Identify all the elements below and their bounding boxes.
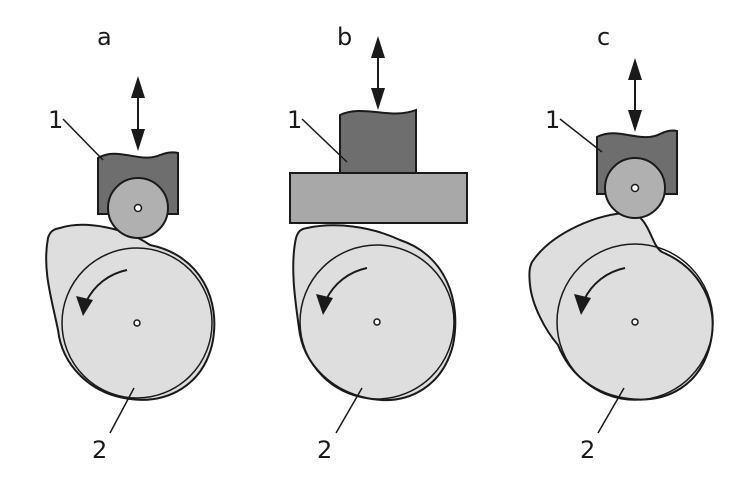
- cam-disc: [45, 223, 216, 401]
- cam-center: [631, 318, 639, 326]
- cam-base-circle: [299, 244, 455, 400]
- panel-title-b: b: [337, 23, 352, 51]
- follower-stem: [339, 108, 417, 174]
- follower-label-b: 1: [287, 106, 302, 134]
- follower-label-a: 1: [48, 106, 63, 134]
- panel-b: b 1 2: [287, 23, 468, 464]
- cam-disc: [292, 224, 457, 401]
- double-arrow-icon: [628, 58, 642, 132]
- panel-a: a 1 2: [45, 23, 216, 464]
- rotation-arrow-icon: [574, 294, 591, 315]
- panel-c: c 1 2: [528, 23, 714, 464]
- follower-label-c: 1: [545, 106, 560, 134]
- cam-label-a: 2: [92, 436, 107, 464]
- cam-disc: [528, 211, 714, 401]
- cam-label-c: 2: [580, 436, 595, 464]
- cam-center: [133, 319, 141, 327]
- cam-base-circle: [556, 243, 714, 401]
- cam-center: [373, 318, 381, 326]
- flat-face: [289, 172, 468, 224]
- double-arrow-icon: [131, 76, 145, 151]
- double-arrow-icon: [371, 36, 385, 110]
- rotation-arrow-icon: [316, 294, 333, 315]
- rotation-arrow-icon: [76, 296, 93, 316]
- roller-pin: [133, 203, 143, 213]
- cam-base-circle: [61, 247, 213, 399]
- panel-title-c: c: [597, 23, 610, 51]
- roller-pin: [630, 183, 640, 193]
- cam-label-b: 2: [317, 436, 332, 464]
- panel-title-a: a: [97, 23, 112, 51]
